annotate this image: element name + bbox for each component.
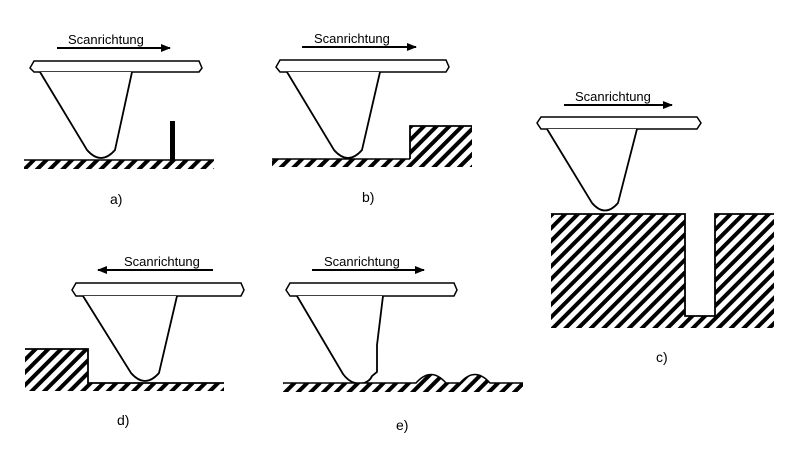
- cantilever: [71, 282, 245, 297]
- substrate: [272, 159, 412, 167]
- panel-label: d): [117, 412, 129, 428]
- scan-direction-label: Scanrichtung: [324, 254, 400, 269]
- substrate: [88, 383, 224, 391]
- panel-label: a): [110, 191, 122, 207]
- trench-substrate: [551, 214, 774, 328]
- scan-direction-label: Scanrichtung: [124, 254, 200, 269]
- raised-step: [25, 349, 88, 391]
- scan-direction-label: Scanrichtung: [314, 31, 390, 46]
- panel-a: Scanrichtung a): [24, 32, 214, 207]
- raised-step: [410, 126, 472, 167]
- cantilever: [536, 116, 702, 130]
- vertical-post: [170, 121, 175, 161]
- cantilever: [285, 282, 458, 297]
- probe-tip: [39, 71, 133, 159]
- substrate: [24, 160, 214, 169]
- cantilever: [275, 59, 450, 73]
- scan-direction-label: Scanrichtung: [68, 32, 144, 47]
- probe-tip: [286, 71, 381, 159]
- panel-c: Scanrichtung c): [536, 89, 774, 365]
- substrate: [283, 383, 523, 392]
- panel-e: Scanrichtung e): [283, 254, 523, 433]
- probe-tip: [82, 295, 178, 382]
- probe-tip: [546, 128, 638, 212]
- panel-b: Scanrichtung b): [272, 31, 472, 205]
- panel-label: b): [362, 189, 374, 205]
- scan-direction-label: Scanrichtung: [575, 89, 651, 104]
- panel-label: c): [656, 349, 668, 365]
- cantilever: [29, 60, 203, 73]
- panel-label: e): [396, 417, 408, 433]
- damaged-probe-tip: [296, 295, 384, 385]
- panel-d: Scanrichtung d): [25, 254, 245, 428]
